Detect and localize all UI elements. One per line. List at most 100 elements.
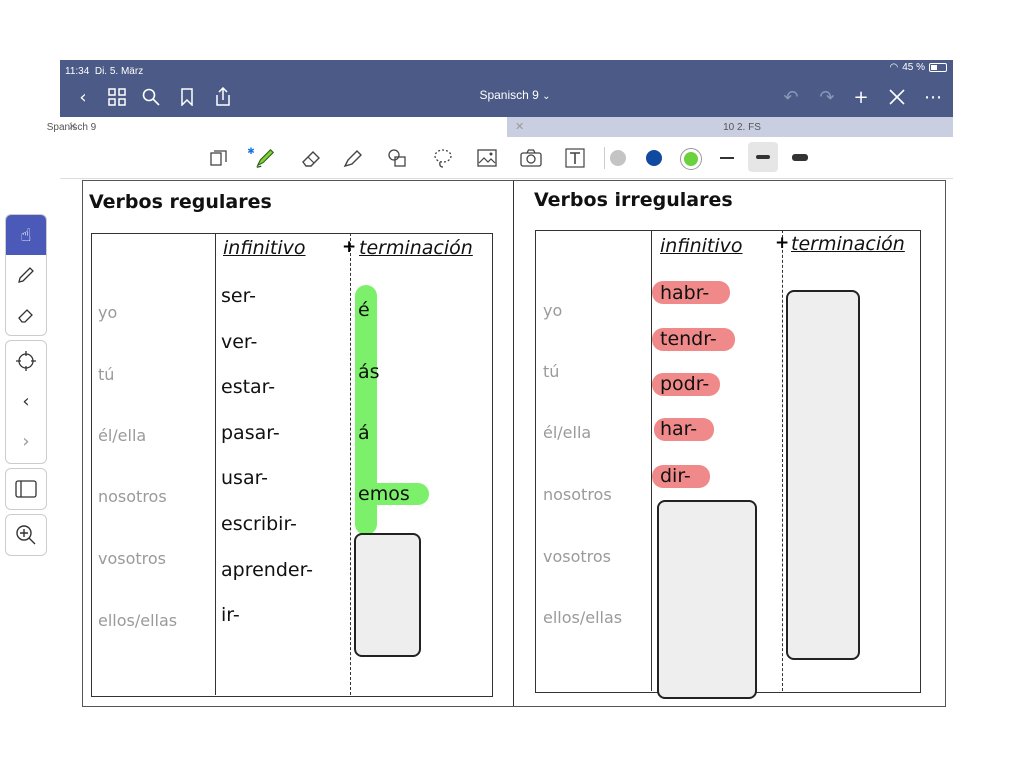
text-tool-icon[interactable] — [564, 147, 586, 169]
red-highlight — [652, 281, 730, 304]
pen-tool-icon[interactable] — [254, 147, 276, 169]
left-col-dashed-line — [350, 233, 351, 695]
date-text: Di. 5. März — [94, 66, 144, 77]
search-icon[interactable] — [140, 86, 162, 108]
toolbar-divider — [604, 147, 605, 169]
status-bar: 11:34 Di. 5. März ◠ 45 % — [60, 60, 953, 80]
worksheet-page[interactable]: Verbos regulares infinitivo + terminació… — [82, 180, 946, 707]
stem-item: har- — [660, 418, 698, 440]
shapes-tool-icon[interactable] — [386, 147, 408, 169]
tab-spanisch-9[interactable]: ✕ Spanisch 9 — [47, 117, 507, 137]
left-col-infinitive: infinitivo — [223, 237, 306, 259]
stem-item: podr- — [660, 373, 710, 395]
left-col-line — [215, 233, 216, 695]
right-heading: Verbos irregulares — [534, 189, 733, 211]
verb-item: aprender- — [221, 559, 314, 581]
redo-icon[interactable]: ↷ — [819, 86, 835, 108]
wifi-icon: ◠ — [889, 62, 899, 73]
right-col-line — [651, 230, 652, 691]
zoom-panel — [5, 514, 47, 556]
ending-item: ás — [358, 361, 380, 383]
add-page-icon[interactable]: + — [853, 86, 869, 108]
cover-card-endings[interactable] — [786, 290, 860, 660]
color-gray-swatch[interactable] — [610, 150, 626, 166]
eraser-icon[interactable] — [6, 295, 46, 335]
right-col-infinitive: infinitivo — [660, 235, 743, 257]
document-title-button[interactable]: Spanisch 9 ⌄ — [455, 88, 575, 102]
image-tool-icon[interactable] — [476, 147, 498, 169]
crosshair-icon[interactable] — [6, 341, 46, 381]
left-heading: Verbos regulares — [89, 191, 272, 213]
right-pronoun-tu: tú — [543, 362, 560, 381]
right-pronoun-nosotros: nosotros — [543, 485, 612, 504]
tab-10-2-fs[interactable]: ✕ 10 2. FS — [507, 117, 953, 137]
lasso-tool-icon[interactable] — [432, 147, 454, 169]
tab-label: Spanisch 9 — [46, 122, 97, 133]
hand-pointer-icon[interactable]: ☝ — [6, 215, 46, 255]
left-pronoun-nosotros: nosotros — [98, 487, 167, 506]
pencil-icon[interactable] — [6, 255, 46, 295]
quick-tools-panel: ☝ — [5, 214, 47, 336]
stem-item: dir- — [660, 465, 691, 487]
left-pronoun-ellos: ellos/ellas — [98, 611, 178, 630]
next-page-icon[interactable]: › — [22, 430, 30, 452]
right-pronoun-el: él/ella — [543, 423, 592, 442]
ending-item: é — [358, 299, 370, 321]
tab-bar: ✕ Spanisch 9 ✕ 10 2. FS — [47, 117, 953, 137]
pen-close-icon[interactable] — [886, 86, 908, 108]
bluetooth-icon: ✱ — [247, 147, 255, 157]
stem-item: habr- — [660, 282, 710, 304]
stroke-thick-option[interactable] — [792, 154, 808, 161]
status-indicators: ◠ 45 % — [889, 62, 947, 73]
cover-card-stems[interactable] — [657, 500, 757, 699]
close-tab-icon[interactable]: ✕ — [515, 121, 525, 133]
sidebar-toggle-panel — [5, 468, 47, 510]
right-plus-sign: + — [775, 233, 790, 253]
left-col-ending: terminación — [359, 237, 473, 259]
red-highlight — [652, 328, 735, 351]
left-pronoun-yo: yo — [98, 303, 118, 322]
zoom-in-icon[interactable] — [6, 515, 46, 555]
left-pronoun-tu: tú — [98, 365, 115, 384]
more-icon[interactable]: ⋯ — [924, 86, 942, 108]
chevron-down-icon: ⌄ — [542, 91, 551, 102]
stroke-medium-line — [756, 155, 770, 159]
undo-icon[interactable]: ↶ — [783, 86, 799, 108]
cover-card-left[interactable] — [354, 533, 421, 657]
stroke-thin-option[interactable] — [720, 157, 734, 159]
right-col-dashed-line — [782, 230, 783, 691]
highlighter-tool-icon[interactable] — [342, 147, 364, 169]
ending-item: á — [358, 422, 370, 444]
red-highlight — [652, 373, 720, 396]
battery-percent: 45 % — [902, 62, 925, 73]
close-tab-icon[interactable]: ✕ — [68, 121, 78, 133]
grid-view-icon[interactable] — [106, 86, 128, 108]
status-time: 11:34 Di. 5. März — [65, 66, 143, 77]
color-blue-swatch[interactable] — [646, 150, 662, 166]
right-pronoun-yo: yo — [543, 301, 563, 320]
back-icon[interactable]: ‹ — [79, 86, 87, 108]
verb-item: ir- — [221, 604, 240, 626]
share-icon[interactable] — [212, 86, 234, 108]
verb-item: usar- — [221, 467, 269, 489]
color-green-swatch-selected[interactable] — [680, 148, 702, 170]
verb-item: ver- — [221, 331, 258, 353]
document-title: Spanisch 9 — [479, 88, 539, 102]
stroke-medium-option-selected[interactable] — [748, 142, 778, 172]
drawing-toolbar: ✱ — [60, 137, 953, 179]
right-pronoun-vosotros: vosotros — [543, 547, 612, 566]
left-plus-sign: + — [342, 237, 357, 257]
bookmark-icon[interactable] — [176, 86, 198, 108]
red-highlight — [654, 418, 714, 441]
eraser-tool-icon[interactable] — [300, 147, 322, 169]
right-col-ending: terminación — [791, 233, 905, 255]
read-mode-icon[interactable] — [208, 147, 230, 169]
navigation-panel: ‹ › — [5, 340, 47, 464]
time-text: 11:34 — [65, 66, 90, 77]
green-highlight-emos — [355, 483, 429, 505]
verb-item: ser- — [221, 285, 257, 307]
battery-icon — [929, 63, 947, 72]
camera-tool-icon[interactable] — [520, 147, 542, 169]
previous-page-icon[interactable]: ‹ — [22, 390, 30, 412]
sidebar-toggle-icon[interactable] — [6, 469, 46, 509]
